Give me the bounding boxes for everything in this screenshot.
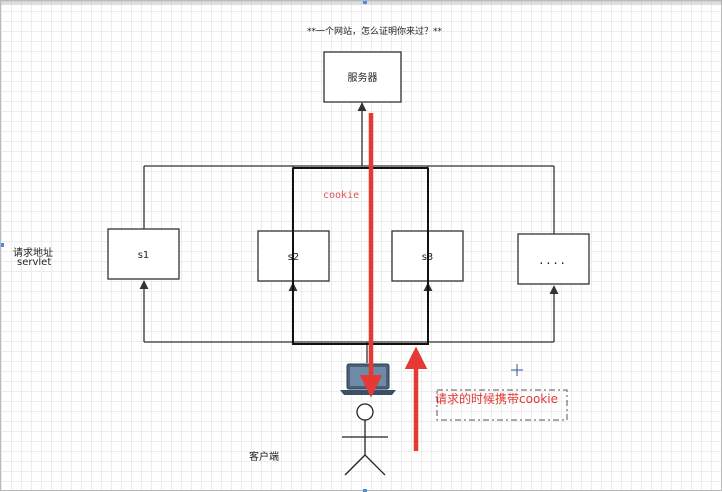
servlet-box-dots [517, 233, 590, 285]
servlet-label-s1: s1 [138, 250, 150, 261]
cookie-label: cookie [323, 190, 359, 201]
laptop-icon [340, 363, 396, 395]
annotation-box [436, 389, 568, 421]
server-label: 服务器 [348, 71, 378, 84]
left-note-line2: servlet [17, 257, 52, 268]
left-note-line1: 请求地址 [13, 248, 53, 259]
server-box [323, 51, 402, 103]
lower-connectors [139, 280, 559, 363]
crosshair-cursor-icon [511, 364, 523, 376]
servlet-box-s1 [107, 228, 180, 280]
window-top-bar [1, 1, 722, 5]
user-stick-figure-icon [342, 403, 388, 476]
resize-handle-top[interactable] [363, 1, 367, 4]
annotation-text: 请求的时候携带cookie [435, 392, 558, 406]
servlet-label-dots: .... [539, 253, 568, 268]
cookie-highlight-frame [292, 167, 429, 345]
resize-handle-left[interactable] [1, 243, 4, 247]
client-label: 客户端 [249, 452, 279, 463]
diagram-title: **一个网站，怎么证明你来过？** [307, 27, 443, 37]
